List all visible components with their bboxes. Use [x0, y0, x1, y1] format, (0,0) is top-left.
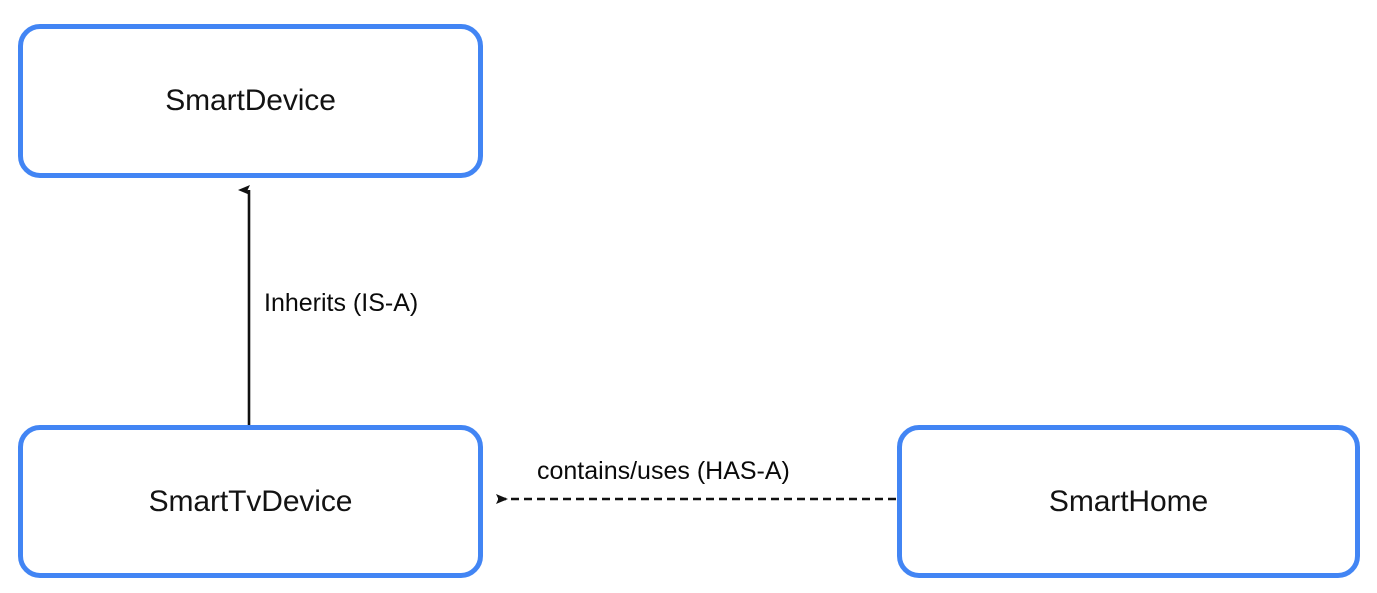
class-node-smarttvdevice[interactable]: SmartTvDevice	[18, 425, 483, 578]
class-node-smarthome[interactable]: SmartHome	[897, 425, 1360, 578]
edge-label-inherits: Inherits (IS-A)	[264, 289, 419, 317]
class-node-label: SmartDevice	[165, 84, 336, 117]
class-node-label: SmartTvDevice	[148, 484, 353, 518]
edge-label-contains: contains/uses (HAS-A)	[537, 457, 790, 485]
class-node-label: SmartHome	[1048, 484, 1209, 518]
class-node-smartdevice[interactable]: SmartDevice	[18, 24, 483, 178]
